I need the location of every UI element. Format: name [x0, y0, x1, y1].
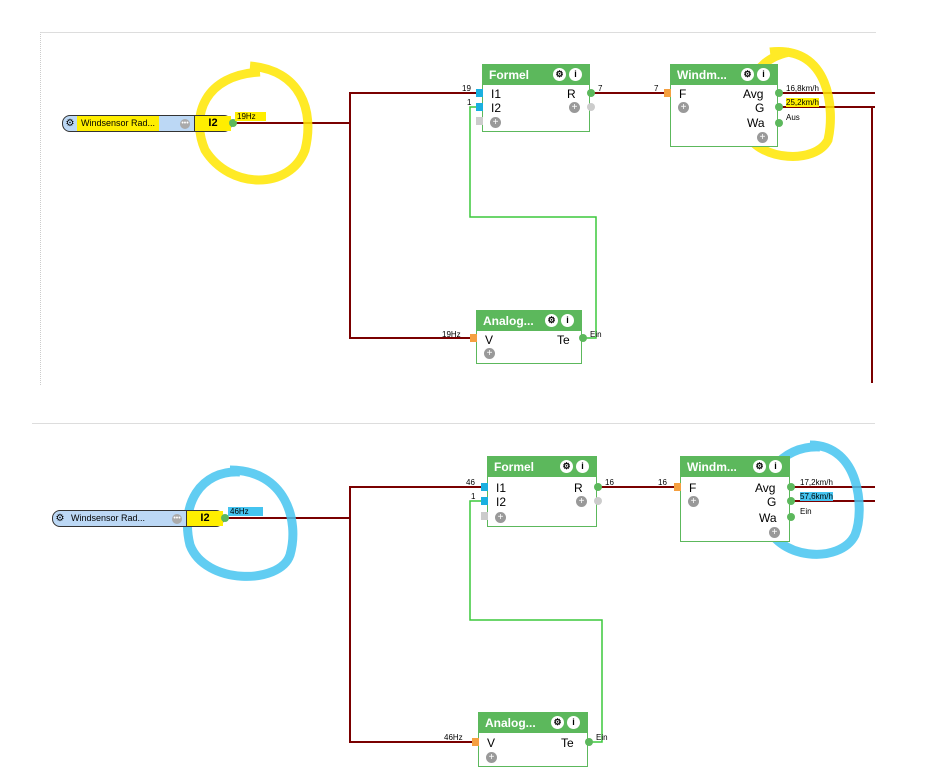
gear-icon[interactable]: ⚙: [753, 460, 766, 473]
gear-icon[interactable]: ⚙: [741, 68, 754, 81]
output-connector[interactable]: [579, 334, 587, 342]
add-input-icon[interactable]: +: [484, 348, 495, 359]
add-output-icon[interactable]: +: [576, 496, 587, 507]
input-connector[interactable]: [674, 483, 681, 491]
wire-green: [469, 500, 603, 743]
output-port[interactable]: I2: [186, 511, 223, 526]
add-input-icon[interactable]: +: [486, 752, 497, 763]
info-icon[interactable]: i: [567, 716, 580, 729]
info-icon[interactable]: i: [569, 68, 582, 81]
output-connector[interactable]: [775, 119, 783, 127]
output-connector[interactable]: [221, 514, 229, 522]
output-connector[interactable]: [229, 119, 237, 127]
info-icon[interactable]: i: [757, 68, 770, 81]
top-canvas: [40, 32, 876, 385]
input-connector[interactable]: [664, 89, 671, 97]
output-connector[interactable]: [587, 89, 595, 97]
bottom-canvas: [32, 423, 875, 783]
wire: [234, 92, 478, 339]
output-connector[interactable]: [787, 497, 795, 505]
add-input-icon[interactable]: +: [678, 102, 689, 113]
formel-block[interactable]: Formel ⚙ i I1 I2 R + +: [487, 456, 597, 527]
input-connector[interactable]: [472, 738, 479, 746]
output-connector[interactable]: [594, 497, 602, 505]
more-icon[interactable]: •••: [180, 118, 190, 129]
analog-block[interactable]: Analog... ⚙ i V Te +: [478, 712, 588, 767]
input-connector[interactable]: [481, 483, 488, 491]
info-icon[interactable]: i: [769, 460, 782, 473]
info-icon[interactable]: i: [576, 460, 589, 473]
add-output-icon[interactable]: +: [757, 132, 768, 143]
output-connector[interactable]: [787, 483, 795, 491]
gear-icon[interactable]: ⚙: [553, 68, 566, 81]
gear-icon[interactable]: ⚙: [65, 118, 75, 129]
add-input-icon[interactable]: +: [490, 117, 501, 128]
input-connector[interactable]: [470, 334, 477, 342]
gear-icon[interactable]: ⚙: [560, 460, 573, 473]
output-connector[interactable]: [587, 103, 595, 111]
value-label: 46Hz: [228, 507, 263, 516]
gear-icon[interactable]: ⚙: [551, 716, 564, 729]
add-input-icon[interactable]: +: [495, 512, 506, 523]
gear-icon[interactable]: ⚙: [545, 314, 558, 327]
wire: [224, 486, 484, 743]
highlight-circle: [195, 61, 313, 185]
sensor-block[interactable]: ⚙ Windsensor Rad... ••• I2: [62, 115, 232, 132]
input-connector[interactable]: [476, 89, 483, 97]
input-connector[interactable]: [476, 103, 483, 111]
sensor-block[interactable]: ⚙ Windsensor Rad... ••• I2: [52, 510, 224, 527]
highlight-circle: [182, 465, 298, 581]
analog-block[interactable]: Analog... ⚙ i V Te +: [476, 310, 582, 364]
windmesser-block[interactable]: Windm... ⚙ i F Avg G Wa + +: [680, 456, 790, 542]
input-connector[interactable]: [481, 512, 488, 520]
input-connector[interactable]: [476, 117, 483, 125]
formel-block[interactable]: Formel ⚙ i I1 I2 R + +: [482, 64, 590, 132]
more-icon[interactable]: •••: [172, 513, 182, 524]
add-input-icon[interactable]: +: [688, 496, 699, 507]
info-icon[interactable]: i: [561, 314, 574, 327]
output-connector[interactable]: [585, 738, 593, 746]
add-output-icon[interactable]: +: [769, 527, 780, 538]
output-connector[interactable]: [775, 89, 783, 97]
value-label: 19Hz: [235, 112, 266, 121]
add-output-icon[interactable]: +: [569, 102, 580, 113]
windmesser-block[interactable]: Windm... ⚙ i F Avg G Wa + +: [670, 64, 778, 147]
output-port[interactable]: I2: [194, 116, 231, 131]
wire-green: [469, 106, 597, 339]
gear-icon[interactable]: ⚙: [55, 513, 65, 524]
output-connector[interactable]: [775, 103, 783, 111]
output-connector[interactable]: [787, 513, 795, 521]
output-connector[interactable]: [594, 483, 602, 491]
input-connector[interactable]: [481, 497, 488, 505]
